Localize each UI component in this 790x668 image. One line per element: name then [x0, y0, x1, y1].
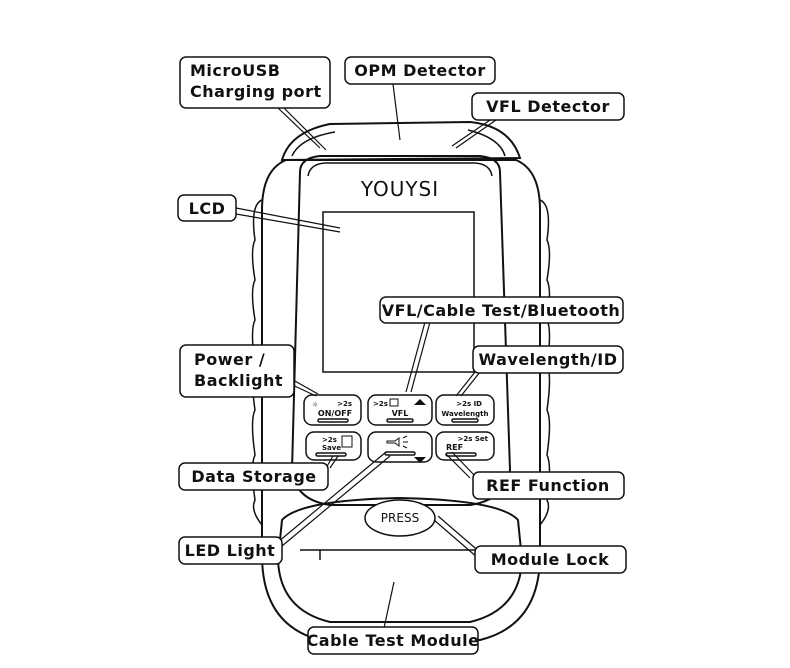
ref-button-small-label: >2s Set — [458, 435, 489, 443]
press-label: PRESS — [381, 511, 419, 525]
wavelength-button[interactable]: >2s ID Wavelength — [435, 394, 495, 426]
wavelength-button-label: Wavelength — [442, 410, 489, 418]
svg-text:Power /: Power / — [194, 350, 265, 369]
callout-power-backlight: Power / Backlight — [179, 344, 295, 398]
power-button[interactable]: ☼ >2s ON/OFF — [303, 394, 362, 426]
wavelength-button-small-label: >2s ID — [456, 400, 482, 408]
led-button[interactable] — [367, 431, 433, 463]
callout-ref-function: REF Function — [472, 471, 625, 500]
callout-lcd: LCD — [177, 194, 237, 222]
callout-module-lock: Module Lock — [474, 545, 627, 574]
callout-microusb: MicroUSB Charging port — [179, 56, 331, 109]
ref-button[interactable]: >2s Set REF — [435, 431, 495, 461]
save-button[interactable]: >2s Save — [305, 431, 362, 461]
power-button-label: ON/OFF — [318, 409, 352, 418]
vfl-icon — [389, 398, 399, 407]
down-arrow-icon — [414, 457, 426, 463]
svg-text:Charging port: Charging port — [190, 82, 322, 101]
svg-text:LED Light: LED Light — [185, 541, 276, 560]
floppy-icon — [341, 435, 353, 448]
svg-text:VFL/Cable Test/Bluetooth: VFL/Cable Test/Bluetooth — [382, 301, 621, 320]
lcd-screen — [322, 211, 475, 373]
vfl-button-label: VFL — [392, 409, 409, 418]
callout-vfl-cable-bluetooth: VFL/Cable Test/Bluetooth — [379, 296, 624, 324]
save-button-label: Save — [322, 444, 341, 452]
svg-text:OPM Detector: OPM Detector — [354, 61, 485, 80]
leader-lines — [235, 83, 497, 629]
svg-text:Wavelength/ID: Wavelength/ID — [479, 350, 618, 369]
callout-opm-detector: OPM Detector — [344, 56, 496, 85]
svg-text:VFL Detector: VFL Detector — [486, 97, 610, 116]
save-button-small-label: >2s — [322, 436, 337, 444]
sun-icon: ☼ — [312, 401, 318, 409]
callout-cable-test-module: Cable Test Module — [307, 626, 480, 655]
svg-text:Cable Test Module: Cable Test Module — [307, 631, 480, 650]
vfl-button[interactable]: >2s VFL — [367, 394, 433, 426]
svg-text:LCD: LCD — [189, 199, 226, 218]
brand-logo: YOUYSI — [360, 177, 439, 201]
svg-text:Data Storage: Data Storage — [191, 467, 316, 486]
vfl-button-small-label: >2s — [373, 400, 388, 408]
svg-text:Module Lock: Module Lock — [491, 550, 609, 569]
flashlight-icon — [386, 437, 400, 447]
ref-button-label: REF — [446, 443, 463, 452]
callout-led-light: LED Light — [178, 536, 283, 565]
svg-text:MicroUSB: MicroUSB — [190, 61, 280, 80]
module-lock-button[interactable] — [364, 499, 436, 537]
callout-vfl-detector: VFL Detector — [471, 92, 625, 121]
callout-wavelength-id: Wavelength/ID — [472, 345, 624, 374]
svg-text:Backlight: Backlight — [194, 371, 283, 390]
power-button-small-label: >2s — [337, 400, 352, 408]
up-arrow-icon — [414, 399, 426, 405]
callout-data-storage: Data Storage — [178, 462, 329, 491]
svg-text:REF Function: REF Function — [486, 476, 610, 495]
